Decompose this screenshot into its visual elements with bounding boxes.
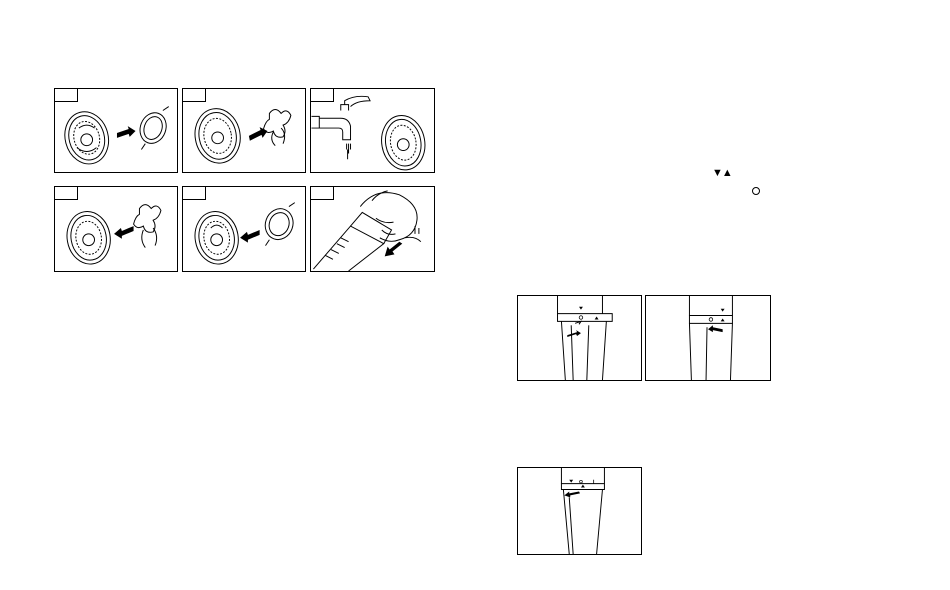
unlock-circle-symbol	[752, 187, 760, 195]
shaver-head-insert-ring-illustration	[183, 187, 305, 271]
shaver-body-release-alignment-illustration	[518, 468, 641, 554]
shaver-body-unlock-alignment-illustration	[646, 296, 770, 380]
alignment-figure-release	[517, 467, 642, 555]
alignment-figure-unlock	[645, 295, 771, 381]
alignment-figure-lock	[517, 295, 642, 381]
step-panel-5	[182, 186, 306, 272]
shaver-head-insert-blade-illustration	[55, 187, 177, 271]
shaver-head-remove-blade-illustration	[183, 89, 305, 172]
step-panel-4	[54, 186, 178, 272]
step-panel-2	[182, 88, 306, 173]
hand-attach-head-to-shaver-illustration	[311, 187, 434, 271]
step-panel-3	[310, 88, 435, 173]
lock-triangles-symbol: ▼▲	[712, 167, 732, 179]
shaver-head-remove-ring-illustration	[55, 89, 177, 172]
shaver-body-lock-alignment-illustration	[518, 296, 641, 380]
step-panel-1	[54, 88, 178, 173]
step-panel-6	[310, 186, 435, 272]
shaver-head-rinse-under-tap-illustration	[311, 89, 434, 172]
